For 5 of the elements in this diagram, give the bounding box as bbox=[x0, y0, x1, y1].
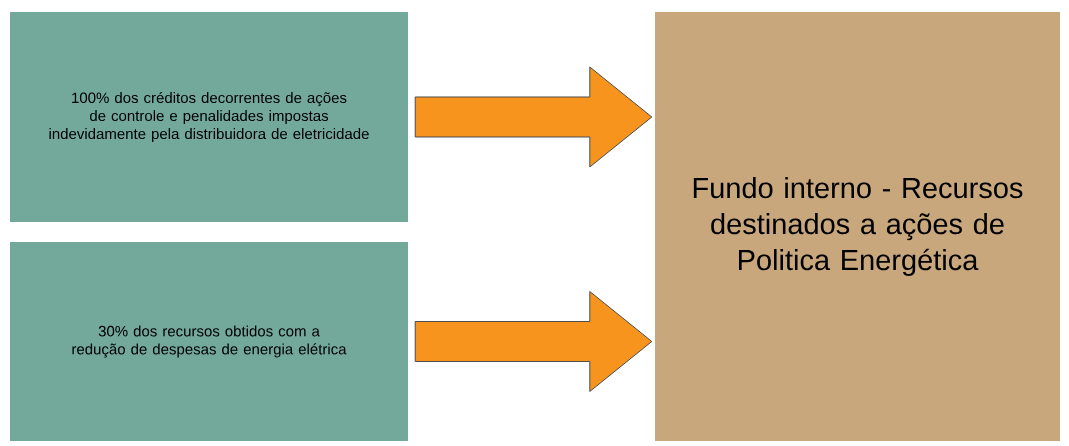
source-box: 30% dos recursos obtidos com a redução de despesas de energia elétrica bbox=[10, 242, 408, 441]
source-box: 100% dos créditos decorrentes de ações de controle e penalidades impostas indevidamente pela distribuidora de eletricidade bbox=[10, 12, 408, 222]
block-arrow bbox=[414, 66, 653, 168]
block-arrow bbox=[414, 291, 653, 392]
fund-box: Fundo interno - Recursos destinados a ações de Politica Energética bbox=[655, 12, 1060, 441]
